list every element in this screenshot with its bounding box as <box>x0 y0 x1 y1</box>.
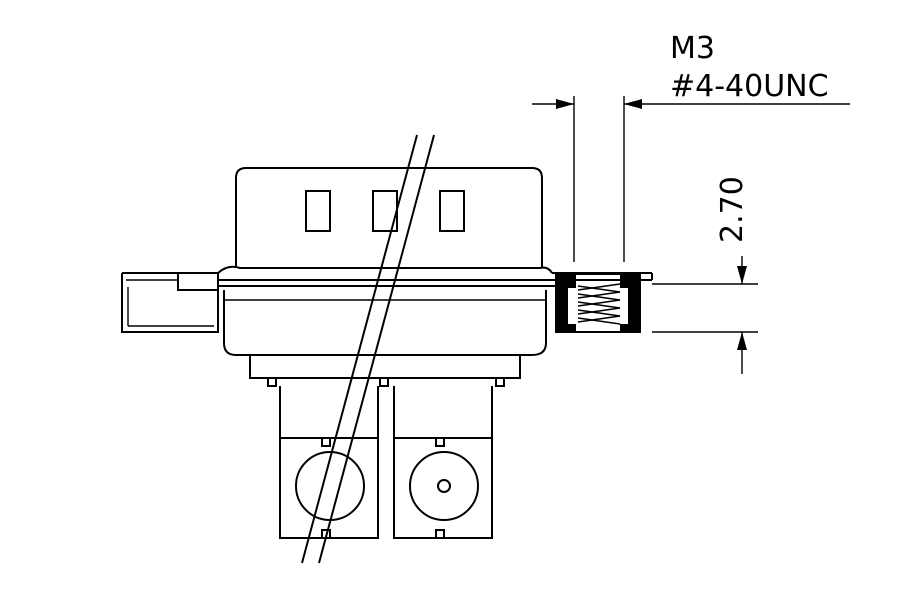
thread-width-dimension: M3 #4-40UNC <box>532 31 850 262</box>
connector-shell-top <box>235 167 543 268</box>
thread-metric-label: M3 <box>670 31 715 66</box>
coax-outer-ring <box>409 451 479 521</box>
coax-center-pin <box>437 479 451 493</box>
thread-unc-label: #4-40UNC <box>670 69 829 104</box>
shell-window-3 <box>439 190 465 232</box>
break-lines <box>301 134 435 564</box>
height-dimension-label: 2.70 <box>715 176 750 243</box>
shell-window-1 <box>305 190 331 232</box>
coax-socket-right <box>393 386 493 539</box>
connector-body <box>223 290 547 387</box>
height-dimension: 2.70 <box>652 176 758 374</box>
threaded-insert <box>555 273 641 333</box>
